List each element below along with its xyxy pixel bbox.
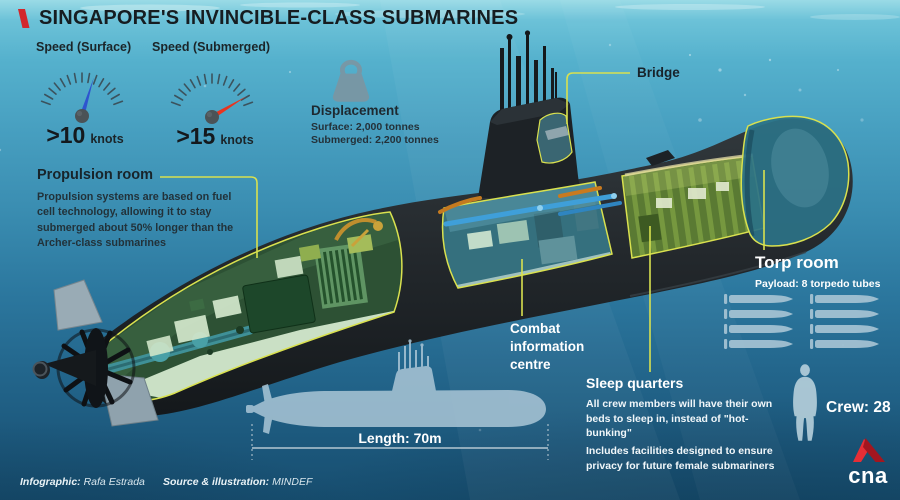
- displacement-surface: Surface: 2,000 tonnes: [311, 121, 420, 133]
- length-label: Length: 70m: [358, 430, 442, 446]
- submarine-sail: [478, 30, 580, 198]
- length-dimension: [251, 424, 549, 460]
- propulsion-body: Propulsion systems are based on fuel cel…: [37, 191, 234, 249]
- length-reference-submarine: [246, 339, 546, 434]
- red-slash-icon: [18, 9, 30, 28]
- bridge-label: Bridge: [637, 65, 680, 80]
- speed-submerged-gauge-icon: [170, 73, 254, 124]
- callout-lines: [160, 72, 765, 372]
- torpedo-icon: [724, 339, 794, 349]
- stern-lower-fin: [99, 373, 159, 427]
- deck-fin: [646, 150, 675, 166]
- header: SINGAPORE'S INVINCIBLE-CLASS SUBMARINES: [16, 7, 518, 30]
- cna-logo-icon: [853, 438, 885, 462]
- credit-infographic: Infographic: Rafa Estrada: [20, 476, 145, 488]
- weight-icon: [332, 59, 370, 102]
- torp-heading: Torp room: [755, 253, 839, 272]
- speed-surface-gauge-icon: [40, 72, 124, 123]
- crew-label: Crew: 28: [826, 399, 891, 416]
- stern-upper-fin: [53, 279, 103, 331]
- torpedo-icon: [810, 339, 880, 349]
- sleep-heading: Sleep quarters: [586, 375, 684, 391]
- callout-line-bridge: [566, 72, 630, 124]
- deck-pipes: [438, 186, 622, 227]
- torpedo-icon: [724, 309, 794, 319]
- speed-submerged-value: >15 knots: [176, 123, 254, 149]
- combat-cutaway-outline: [441, 181, 613, 289]
- propeller: [32, 328, 136, 408]
- torpedo-icon: [724, 294, 794, 304]
- person-icon: [793, 364, 817, 441]
- displacement-heading: Displacement: [311, 103, 399, 118]
- combat-label: Combat information centre: [510, 321, 585, 373]
- bow-glass: [740, 115, 850, 247]
- cna-logo-text: cna: [848, 463, 888, 488]
- torpedo-icon: [810, 294, 880, 304]
- page-title: SINGAPORE'S INVINCIBLE-CLASS SUBMARINES: [39, 7, 519, 29]
- speed-surface-label: Speed (Surface): [36, 40, 132, 54]
- gauge-needle: [79, 77, 94, 117]
- water-surface-ripples: [80, 2, 900, 20]
- torp-payload: Payload: 8 torpedo tubes: [755, 278, 881, 290]
- torpedo-grid: [724, 294, 880, 349]
- displacement-submerged: Submerged: 2,200 tonnes: [311, 134, 439, 146]
- torpedo-icon: [810, 324, 880, 334]
- gauge-needle: [210, 96, 247, 120]
- speed-surface-value: >10 knots: [46, 122, 124, 148]
- torpedo-icon: [810, 309, 880, 319]
- sleep-body: All crew members will have their own bed…: [586, 398, 775, 472]
- cna-logo: cna: [841, 436, 895, 487]
- propulsion-heading: Propulsion room: [37, 167, 153, 183]
- speed-submerged-label: Speed (Submerged): [152, 40, 271, 54]
- torpedo-icon: [724, 324, 794, 334]
- bubbles: [0, 43, 868, 432]
- callout-line-propulsion: [160, 176, 258, 258]
- credit-source: Source & illustration: MINDEF: [163, 476, 313, 488]
